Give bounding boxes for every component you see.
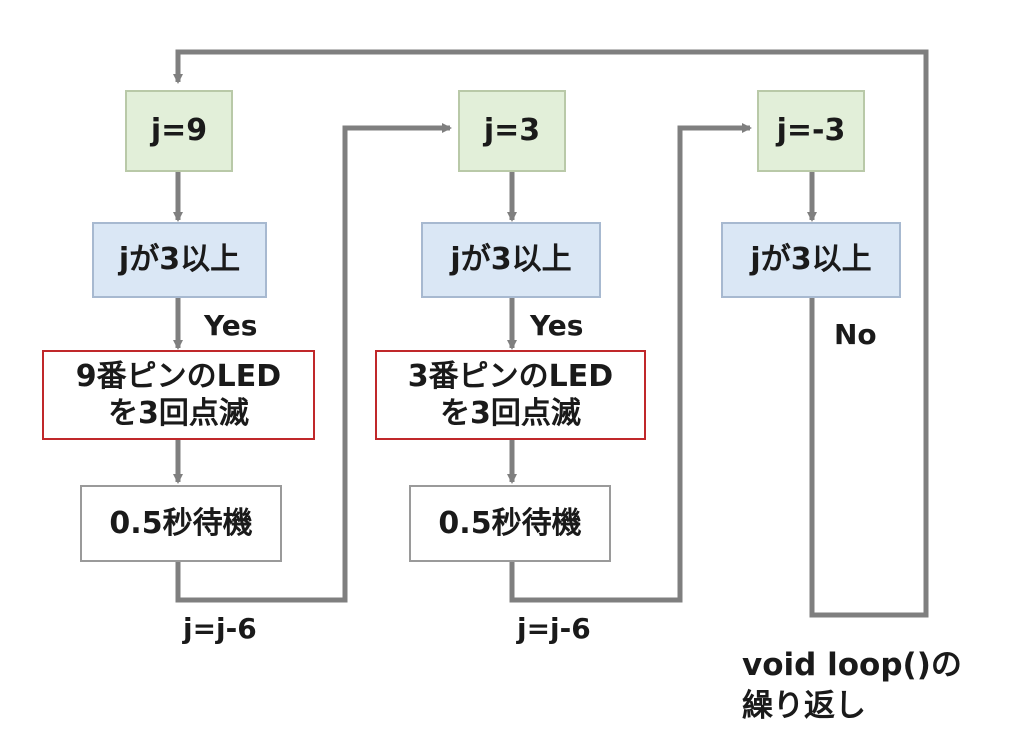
update-label-1: j=j-6 <box>183 612 257 645</box>
init-label: j=3 <box>483 113 541 149</box>
action-box-blink-pin9: 9番ピンのLED を3回点滅 <box>42 350 315 440</box>
action-line2: を3回点滅 <box>440 396 581 431</box>
condition-box-1: jが3以上 <box>92 222 267 298</box>
init-box-jminus3: j=-3 <box>757 90 865 172</box>
init-label: j=-3 <box>776 113 846 149</box>
arrow-loop-back <box>173 49 929 618</box>
action-line1: 9番ピンのLED <box>75 358 282 394</box>
wait-box-2: 0.5秒待機 <box>409 485 611 562</box>
condition-box-2: jが3以上 <box>421 222 601 298</box>
action-box-blink-pin3: 3番ピンのLED を3回点滅 <box>375 350 646 440</box>
branch-label-yes-1: Yes <box>204 309 258 342</box>
condition-label: jが3以上 <box>118 242 241 278</box>
action-line1: 3番ピンのLED <box>407 358 614 394</box>
wait-box-1: 0.5秒待機 <box>80 485 282 562</box>
condition-label: jが3以上 <box>450 242 572 278</box>
loop-note-line1: void loop()の <box>742 647 962 683</box>
init-box-j9: j=9 <box>125 90 233 172</box>
condition-box-3: jが3以上 <box>721 222 901 298</box>
init-box-j3: j=3 <box>458 90 566 172</box>
loop-note: void loop()の 繰り返し <box>742 645 962 727</box>
update-label-2: j=j-6 <box>517 612 591 645</box>
wait-label: 0.5秒待機 <box>109 505 253 541</box>
condition-label: jが3以上 <box>750 242 872 278</box>
init-label: j=9 <box>150 113 208 149</box>
action-line2: を3回点滅 <box>108 396 249 431</box>
branch-label-no: No <box>834 318 877 351</box>
loop-note-line2: 繰り返し <box>742 687 866 724</box>
arrow-wait2-to-init3 <box>509 123 752 603</box>
wait-label: 0.5秒待機 <box>438 505 582 541</box>
arrow-wait1-to-init2 <box>175 123 452 603</box>
branch-label-yes-2: Yes <box>530 309 584 342</box>
